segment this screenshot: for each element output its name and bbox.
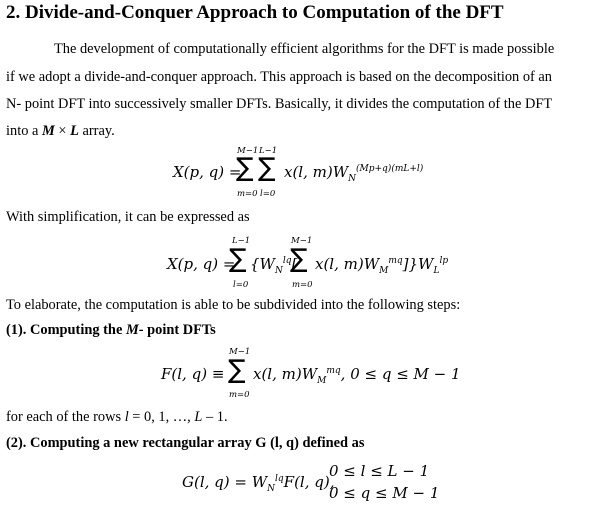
eq1-lower-limit-2: l=0: [260, 189, 276, 199]
eq2-lower-limit-1: l=0: [233, 280, 249, 290]
eq1-superscript: (Mp+q)(mL+l): [356, 164, 424, 174]
eq2-lower-limit-2: m=0: [292, 280, 313, 290]
eq2-lhs: X(p, q) =: [167, 255, 236, 273]
text-run: for each of the rows: [6, 409, 125, 425]
paragraph-line-2: if we adopt a divide-and-conquer approac…: [6, 69, 553, 85]
eq1-subscript: N: [348, 174, 357, 184]
eq2-bracket: [: [291, 255, 298, 273]
simplification-text: With simplification, it can be expressed…: [6, 209, 250, 225]
eq3-term: x(l, m)W: [253, 365, 318, 383]
eq3-body: x(l, m)WMmq, 0 ≤ q ≤ M − 1: [253, 365, 461, 386]
eq1-term: x(l, m)W: [284, 163, 349, 181]
eq4-condition-2: 0 ≤ q ≤ M − 1: [329, 484, 440, 502]
eq4-term: F(l, q),: [283, 473, 335, 491]
eq2-body: x(l, m)WMmq]}WLlp: [315, 255, 449, 276]
eq3-upper-limit: M−1: [229, 347, 251, 357]
eq2-w1-superscript: lq: [282, 256, 292, 266]
eq2-upper-limit-2: M−1: [291, 236, 313, 246]
eq2-close: ]}W: [402, 255, 434, 273]
sum-sign-icon: ∑: [258, 153, 276, 183]
eq1-lhs: X(p, q) =: [173, 163, 242, 181]
step-2-heading: (2). Computing a new rectangular array G…: [6, 435, 365, 451]
eq4-subscript: N: [267, 484, 276, 494]
eq2-w2-superscript: mq: [388, 256, 403, 266]
paragraph-line-3: N- point DFT into successively smaller D…: [6, 96, 553, 112]
eq3-lower-limit: m=0: [229, 390, 250, 400]
eq4-condition-1: 0 ≤ l ≤ L − 1: [329, 462, 430, 480]
text-run: (1). Computing the: [6, 322, 126, 338]
text-run: array.: [78, 123, 115, 139]
eq3-subscript: M: [317, 376, 327, 386]
eq2-w2-subscript: M: [379, 266, 389, 276]
eq2-w1-subscript: N: [274, 266, 283, 276]
eq2-upper-limit-1: L−1: [232, 236, 251, 246]
eq1-upper-limit-1: M−1: [237, 146, 259, 156]
eq2-open: {W: [250, 255, 275, 273]
eq4-lhs: G(l, q) = W: [182, 473, 268, 491]
text-run: – 1.: [202, 409, 228, 425]
eq2-first-factor: {WNlq[: [250, 255, 298, 276]
text-run: - point DFTs: [138, 322, 216, 338]
paragraph-line-1: The development of computationally effic…: [54, 41, 555, 57]
eq1-upper-limit-2: L−1: [259, 146, 278, 156]
times-sign: ×: [54, 123, 71, 139]
elaborate-text: To elaborate, the computation is able to…: [6, 297, 461, 313]
sum-sign-icon: ∑: [229, 244, 247, 274]
eq2-w3-superscript: lp: [439, 256, 449, 266]
eq2-w3-subscript: L: [433, 266, 440, 276]
eq1-lower-limit-1: m=0: [237, 189, 258, 199]
text-run: = 0, 1, …,: [128, 409, 195, 425]
var-M: M: [41, 123, 55, 139]
sum-sign-icon: ∑: [228, 355, 246, 385]
eq1-body: x(l, m)WN(Mp+q)(mL+l): [284, 163, 424, 184]
eq3-lhs: F(l, q) ≡: [161, 365, 225, 383]
section-heading: 2. Divide-and-Conquer Approach to Comput…: [6, 2, 504, 23]
step-1-heading: (1). Computing the M- point DFTs: [6, 322, 216, 339]
rows-text: for each of the rows l = 0, 1, …, L – 1.: [6, 409, 228, 426]
eq2-term: x(l, m)W: [315, 255, 380, 273]
var-l: l: [124, 409, 129, 425]
var-L: L: [70, 123, 79, 139]
eq4-superscript: lq: [275, 474, 284, 484]
paragraph-line-4: into a M × L array.: [6, 123, 115, 140]
eq3-condition: , 0 ≤ q ≤ M − 1: [340, 365, 461, 383]
var-L: L: [194, 409, 203, 425]
eq4-main: G(l, q) = WNlqF(l, q),: [182, 473, 335, 494]
var-M: M: [125, 322, 139, 338]
sum-sign-icon: ∑: [290, 244, 308, 274]
text-run: into a: [6, 123, 42, 139]
sum-sign-icon: ∑: [236, 153, 254, 183]
eq3-superscript: mq: [326, 366, 341, 376]
